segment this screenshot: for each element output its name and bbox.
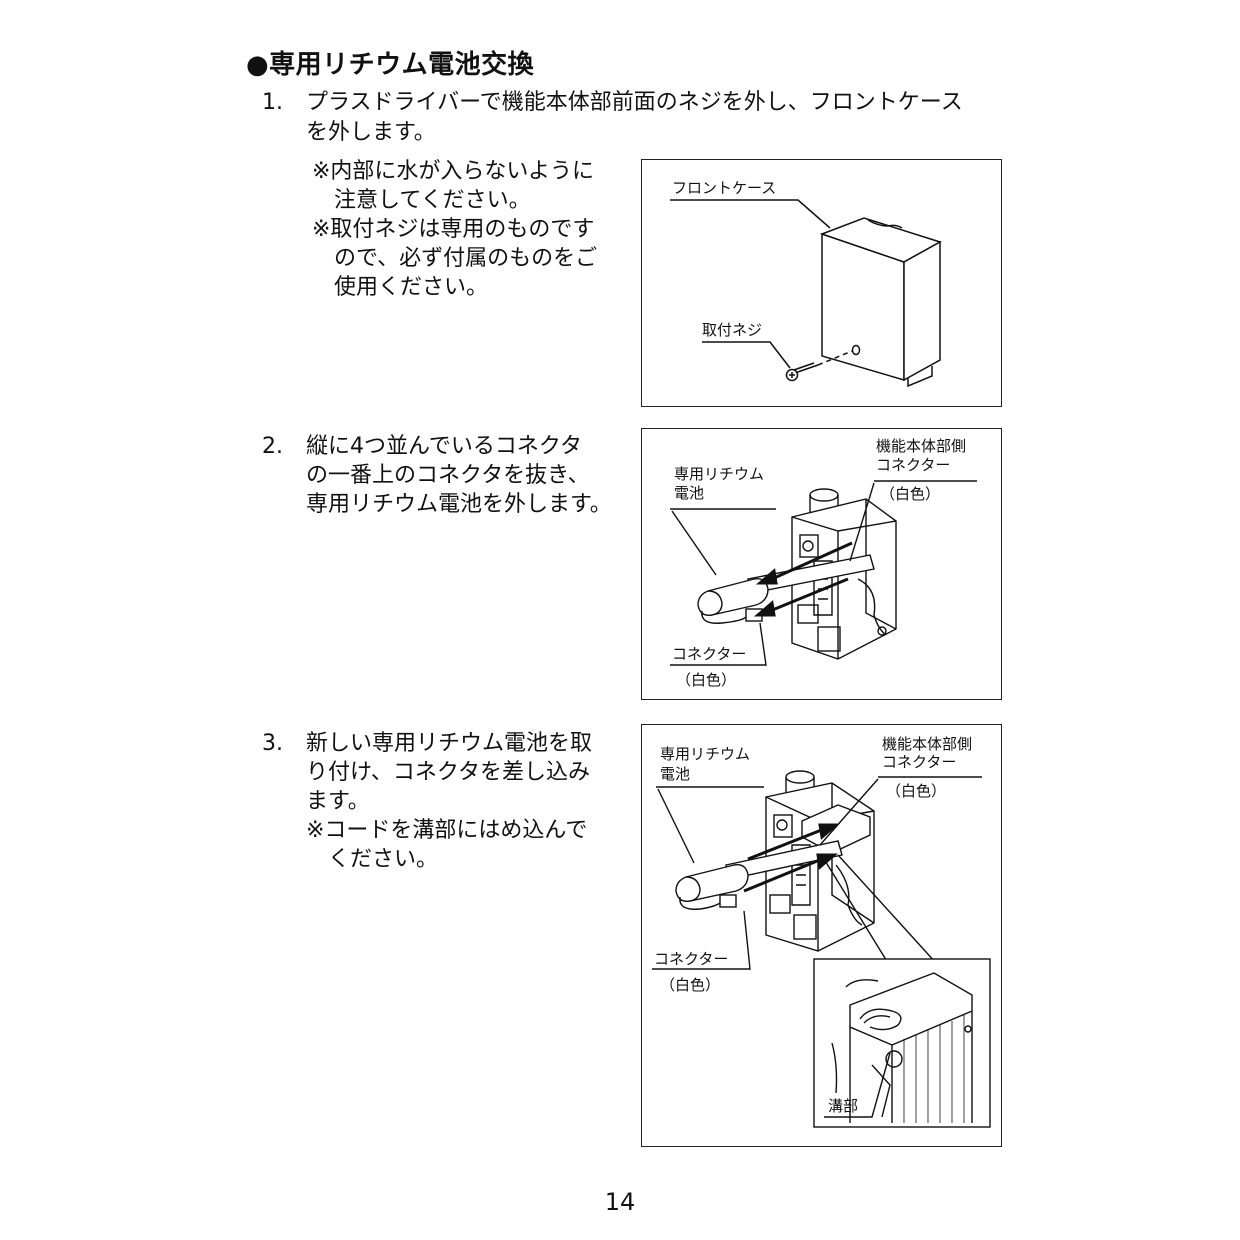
step-2-line-3: 専用リチウム電池を外します。 [306, 492, 612, 517]
page-number: 14 [604, 1188, 636, 1216]
figure-install-battery: 専用リチウム 電池 機能本体部側 コネクター （白色） コネクター （白色） 溝… [641, 724, 1002, 1147]
install-battery-illustration [652, 770, 991, 1128]
step-1-note-2-line-1: ※取付ネジは専用のものです [312, 217, 595, 242]
step-2-number: 2. [262, 434, 283, 459]
remove-battery-illustration [670, 480, 977, 666]
step-1-note-1-line-1: ※内部に水が入らないように [312, 159, 594, 184]
label-unit-connector-line-1: 機能本体部側 [882, 735, 973, 753]
label-lithium-battery-line-2: 電池 [660, 765, 691, 783]
figure-front-case: フロントケース 取付ネジ [641, 159, 1002, 407]
step-3-note-line-1: ※コードを溝部にはめ込んで [306, 818, 588, 843]
step-3-line-1: 新しい専用リチウム電池を取 [306, 731, 593, 756]
label-unit-connector-line-2: コネクター [876, 456, 951, 474]
label-connector-line-2: （白色） [660, 976, 721, 994]
step-3-number: 3. [262, 731, 283, 756]
step-1-line-1: プラスドライバーで機能本体部前面のネジを外し、フロントケース [306, 90, 963, 115]
figure-remove-battery: 専用リチウム 電池 機能本体部側 コネクター （白色） コネクター （白色） [641, 428, 1002, 700]
step-1-line-2: を外します。 [306, 120, 436, 145]
label-unit-connector-line-3: （白色） [886, 782, 947, 800]
label-lithium-battery-line-2: 電池 [674, 484, 705, 502]
step-3-note-line-2: ください。 [328, 847, 439, 872]
step-3-line-2: り付け、コネクタを差し込み [306, 760, 591, 785]
label-front-case: フロントケース [672, 179, 777, 197]
label-connector-line-1: コネクター [654, 950, 729, 968]
step-2-line-2: の一番上のコネクタを抜き、 [306, 463, 590, 488]
front-case-illustration [670, 199, 942, 388]
step-3-line-3: ます。 [306, 789, 370, 814]
label-connector-line-1: コネクター [672, 645, 747, 663]
label-connector-line-2: （白色） [676, 671, 737, 689]
label-mounting-screw: 取付ネジ [702, 321, 763, 339]
step-1-number: 1. [262, 90, 283, 115]
label-lithium-battery-line-1: 専用リチウム [674, 465, 765, 483]
label-unit-connector-line-2: コネクター [882, 753, 957, 771]
label-unit-connector-line-1: 機能本体部側 [876, 437, 967, 455]
step-1-note-1-line-2: 注意してください。 [334, 188, 531, 213]
step-1-note-2-line-2: ので、必ず付属のものをご [334, 246, 598, 271]
label-groove: 溝部 [828, 1097, 859, 1115]
label-lithium-battery-line-1: 専用リチウム [660, 745, 751, 763]
section-title: ●専用リチウム電池交換 [246, 50, 535, 80]
step-1-note-2-line-3: 使用ください。 [334, 275, 489, 300]
step-2-line-1: 縦に4つ並んでいるコネクタ [306, 434, 583, 459]
label-unit-connector-line-3: （白色） [880, 485, 941, 503]
